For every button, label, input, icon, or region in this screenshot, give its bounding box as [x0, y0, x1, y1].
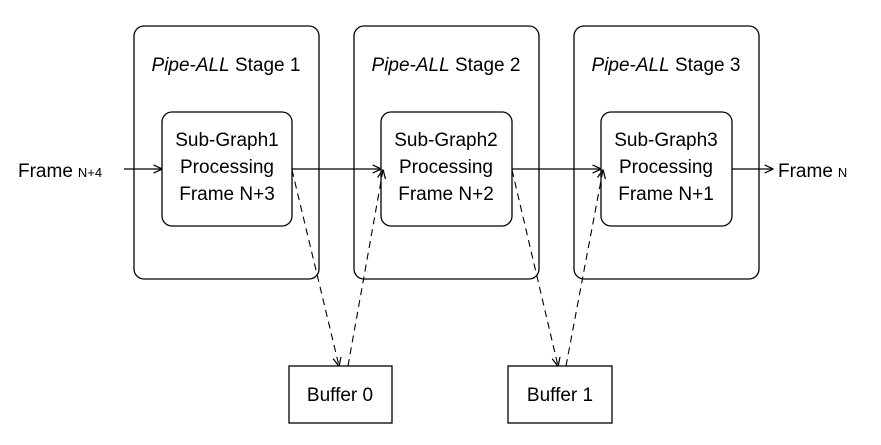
buffer-0-label: Buffer 0	[307, 385, 373, 406]
input-frame-label: Frame N+4	[18, 161, 102, 182]
subgraph-2-line-3: Frame N+2	[398, 184, 494, 205]
subgraph-2-line-2: Processing	[399, 157, 493, 178]
subgraph-1-line-3: Frame N+3	[179, 184, 275, 205]
stage-2-title-rest: Stage 2	[450, 55, 521, 76]
stage-3-title-italic: Pipe-ALL	[592, 55, 670, 76]
stage-2-title-italic: Pipe-ALL	[372, 55, 450, 76]
stage-1-title-italic: Pipe-ALL	[152, 55, 230, 76]
buffer-1: Buffer 1	[507, 365, 613, 424]
subgraph-3-line-2: Processing	[619, 157, 713, 178]
dashed-arrow-subgraph2-to-buffer1	[511, 169, 558, 366]
input-frame-suffix: N+4	[78, 165, 102, 180]
buffer-1-label: Buffer 1	[527, 385, 593, 406]
output-frame-suffix: N	[838, 165, 847, 180]
output-frame-label: Frame N	[778, 161, 847, 182]
stage-2: Pipe-ALL Stage 2 Sub-Graph2 Processing F…	[353, 25, 540, 280]
buffer-0: Buffer 0	[288, 365, 393, 424]
subgraph-3-line-1: Sub-Graph3	[614, 130, 718, 151]
stage-3-title: Pipe-ALL Stage 3	[592, 55, 741, 76]
stage-2-title: Pipe-ALL Stage 2	[372, 55, 521, 76]
buffer-1-box	[507, 365, 613, 424]
dashed-arrow-subgraph1-to-buffer0	[291, 169, 339, 366]
stage-1: Pipe-ALL Stage 1 Sub-Graph1 Processing F…	[133, 25, 320, 280]
output-frame-text: Frame	[778, 161, 833, 182]
stage-1-title-rest: Stage 1	[230, 55, 301, 76]
dashed-arrow-buffer0-to-subgraph2	[347, 170, 383, 367]
subgraph-1-line-1: Sub-Graph1	[175, 130, 279, 151]
subgraph-2-line-1: Sub-Graph2	[394, 130, 498, 151]
buffer-0-box	[288, 365, 393, 424]
stage-3: Pipe-ALL Stage 3 Sub-Graph3 Processing F…	[573, 25, 760, 280]
dashed-arrow-buffer1-to-subgraph3	[565, 170, 603, 367]
stage-3-title-rest: Stage 3	[670, 55, 741, 76]
input-frame-text: Frame	[18, 161, 73, 182]
stage-1-title: Pipe-ALL Stage 1	[152, 55, 301, 76]
subgraph-1-line-2: Processing	[180, 157, 274, 178]
subgraph-3-line-3: Frame N+1	[618, 184, 714, 205]
